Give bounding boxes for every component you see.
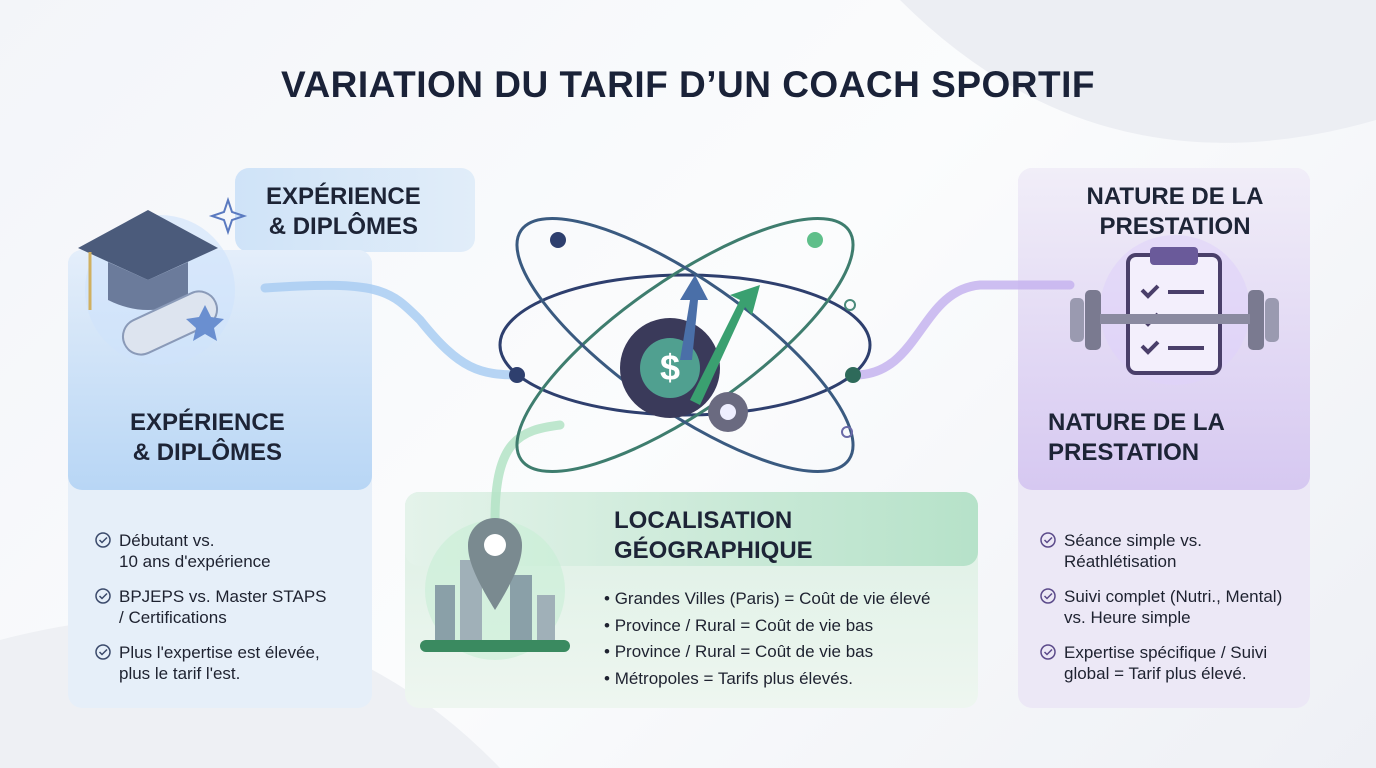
check-circle-icon [95, 644, 111, 660]
list-item: Province / Rural = Coût de vie bas [604, 639, 930, 666]
page-title: VARIATION DU TARIF D’UN COACH SPORTIF [281, 64, 1095, 105]
list-item: Grandes Villes (Paris) = Coût de vie éle… [604, 586, 931, 613]
list-item: Débutant vs. 10 ans d'expérience [95, 530, 365, 572]
list-item: Plus l'expertise est élevée, plus le tar… [95, 642, 365, 684]
check-circle-icon [1040, 644, 1056, 660]
list-item: Séance simple vs. Réathlétisation [1040, 530, 1310, 572]
experience-label-box [235, 168, 475, 252]
nature-label-top: NATURE DE LA PRESTATION [1086, 183, 1264, 240]
location-list: Grandes Villes (Paris) = Coût de vie éle… [604, 586, 931, 693]
list-item: Province / Rural = Coût de vie bas [604, 613, 930, 640]
check-circle-icon [1040, 588, 1056, 604]
experience-title: EXPÉRIENCE & DIPLÔMES [130, 409, 285, 466]
check-circle-icon [95, 588, 111, 604]
experience-label-top: EXPÉRIENCE & DIPLÔMES [266, 183, 421, 240]
list-item: Métropoles = Tarifs plus élevés. [604, 666, 930, 693]
experience-list: Débutant vs. 10 ans d'expérience BPJEPS … [95, 530, 365, 698]
list-item: Expertise spécifique / Suivi global = Ta… [1040, 642, 1310, 684]
location-title: LOCALISATION GÉOGRAPHIQUE [614, 507, 813, 564]
list-item: Suivi complet (Nutri., Mental) vs. Heure… [1040, 586, 1310, 628]
list-item: BPJEPS vs. Master STAPS / Certifications [95, 586, 365, 628]
check-circle-icon [1040, 532, 1056, 548]
nature-title: NATURE DE LA PRESTATION [1048, 409, 1225, 466]
nature-list: Séance simple vs. Réathlétisation Suivi … [1040, 530, 1310, 698]
check-circle-icon [95, 532, 111, 548]
